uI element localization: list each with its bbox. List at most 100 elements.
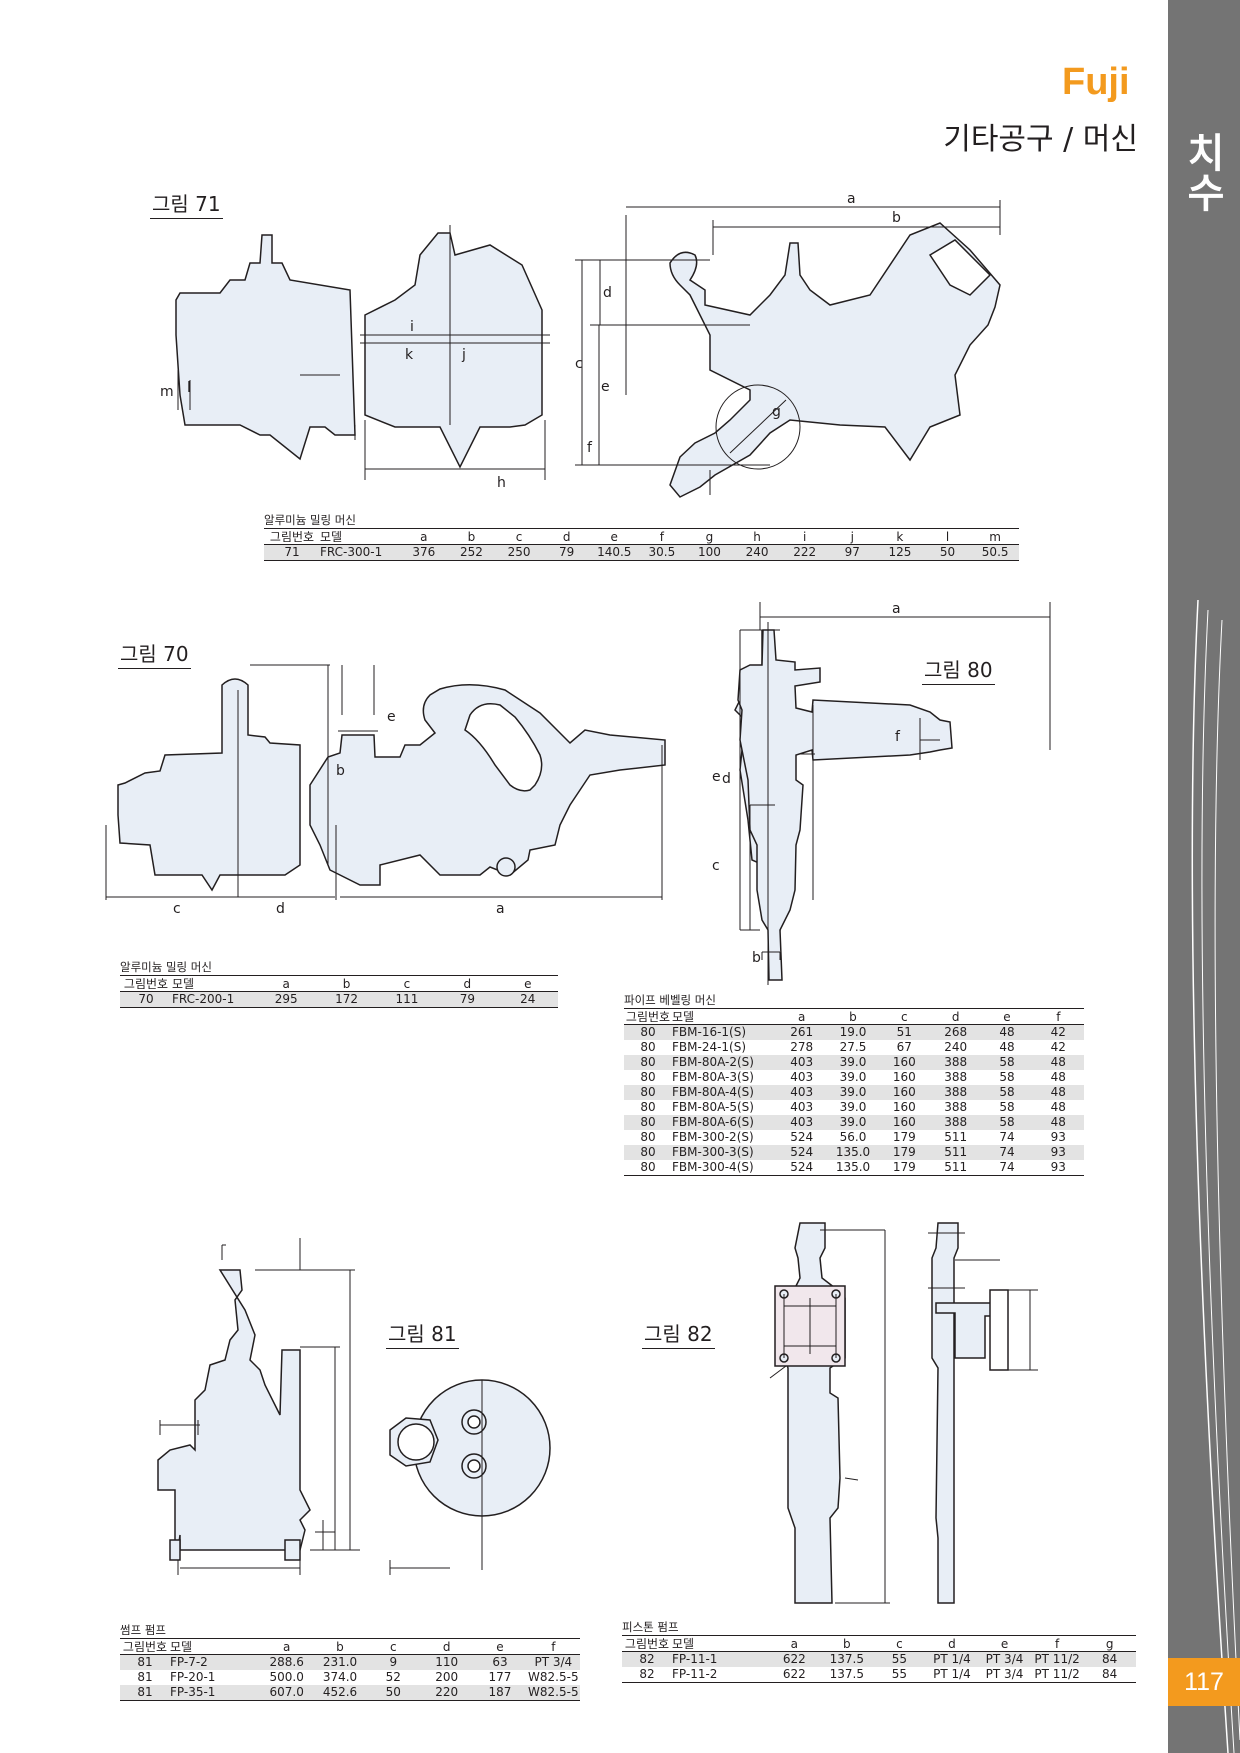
fig80-drawing: a d: [722, 601, 1051, 985]
table-cell: 52: [385, 1670, 401, 1684]
table-row: 71 FRC-300-1 376 252 250 79 140.5 30.5 1…: [264, 544, 1019, 561]
table-cell: 125: [888, 545, 912, 559]
table-cell: 177: [488, 1670, 512, 1684]
spec-table-frc300: 알루미늄 밀링 머신 그림번호 모델 a b c d e f g h i j k…: [264, 513, 1019, 561]
table-cell: 80: [640, 1115, 656, 1129]
col-header: 그림번호: [624, 1636, 670, 1651]
fig80-label: 그림 80: [922, 658, 995, 685]
table-cell: 622: [782, 1652, 806, 1666]
table-cell: 48: [1050, 1100, 1066, 1114]
col-header: f: [659, 529, 664, 544]
fig82-drawing: [769, 1222, 1038, 1604]
table-cell: 160: [892, 1115, 916, 1129]
table-row: 70 FRC-200-1 295 172 111 79 24: [120, 991, 558, 1008]
table-cell: 137.5: [829, 1652, 865, 1666]
table-cell: 58: [999, 1115, 1015, 1129]
table-cell: 111: [395, 992, 419, 1006]
table-cell: 622: [782, 1667, 806, 1681]
fig80-dim-b: b: [752, 950, 761, 966]
col-header: 모델: [172, 976, 195, 991]
table-cell: PT 11/2: [1034, 1652, 1080, 1666]
table-cell: 80: [640, 1055, 656, 1069]
table-cell: 81: [137, 1655, 153, 1669]
table-cell: FP-11-2: [672, 1667, 718, 1681]
table-cell: 81: [137, 1670, 153, 1684]
table-cell: 240: [944, 1040, 968, 1054]
svg-text:e: e: [387, 709, 396, 725]
table-cell: 100: [698, 545, 721, 559]
table-cell: 58: [999, 1100, 1015, 1114]
table-cell: 71: [284, 545, 300, 559]
svg-text:a: a: [496, 901, 505, 917]
table-cell: FBM-300-2(S): [672, 1130, 754, 1144]
fig81-label: 그림 81: [386, 1322, 459, 1349]
table-caption: 썸프 펌프: [120, 1623, 166, 1637]
svg-text:c: c: [173, 901, 181, 917]
table-cell: 511: [944, 1160, 968, 1174]
table-cell: 82: [639, 1652, 655, 1666]
table-cell: 84: [1102, 1667, 1118, 1681]
table-cell: 140.5: [597, 545, 632, 559]
table-cell: 56.0: [839, 1130, 867, 1144]
table-cell: FBM-80A-4(S): [672, 1085, 754, 1099]
table-cell: PT 3/4: [985, 1652, 1024, 1666]
svg-text:i: i: [410, 319, 414, 335]
table-caption: 알루미늄 밀링 머신: [120, 960, 212, 974]
table-cell: FBM-80A-3(S): [672, 1070, 754, 1084]
col-header: 그림번호: [122, 1639, 168, 1654]
col-header: k: [896, 529, 904, 544]
table-cell: 403: [790, 1115, 814, 1129]
table-cell: 511: [944, 1145, 968, 1159]
svg-text:b: b: [892, 210, 901, 226]
svg-text:a: a: [892, 601, 901, 617]
table-cell: 48: [1050, 1115, 1066, 1129]
table-cell: 24: [520, 992, 536, 1006]
table-cell: 200: [435, 1670, 459, 1684]
table-cell: 80: [640, 1145, 656, 1159]
table-cell: FBM-16-1(S): [672, 1025, 747, 1039]
table-cell: 79: [558, 545, 575, 559]
col-header: e: [524, 976, 532, 991]
table-cell: 81: [137, 1685, 153, 1699]
table-cell: 39.0: [839, 1055, 867, 1069]
svg-text:d: d: [603, 285, 612, 301]
table-cell: 261: [790, 1025, 814, 1039]
col-header: d: [951, 1009, 960, 1024]
col-header: f: [551, 1639, 556, 1654]
brand-logo: Fuji: [1062, 61, 1130, 103]
col-header: 모델: [320, 529, 343, 544]
table-cell: 93: [1050, 1160, 1066, 1174]
table-cell: 376: [412, 545, 436, 559]
table-cell: 9: [389, 1655, 398, 1669]
table-cell: 288.6: [269, 1655, 304, 1669]
page-title: 기타공구 / 머신: [943, 122, 1138, 157]
table-cell: FBM-80A-6(S): [672, 1115, 754, 1129]
table-cell: 80: [640, 1100, 656, 1114]
table-cell: 55: [891, 1652, 908, 1666]
table-cell: 50: [385, 1685, 401, 1699]
table-cell: 220: [435, 1685, 459, 1699]
table-caption: 피스톤 펌프: [622, 1620, 679, 1634]
table-cell: FBM-300-4(S): [672, 1160, 754, 1174]
table-cell: 80: [640, 1160, 656, 1174]
svg-text:a: a: [847, 191, 856, 207]
col-header: d: [463, 976, 472, 991]
table-cell: 388: [944, 1055, 968, 1069]
table-cell: 511: [944, 1130, 968, 1144]
col-header: c: [390, 1639, 397, 1654]
table-cell: 48: [1050, 1055, 1066, 1069]
table-cell: 74: [999, 1160, 1015, 1174]
table-cell: 137.5: [829, 1667, 865, 1681]
col-header: c: [901, 1009, 908, 1024]
svg-text:f: f: [587, 440, 593, 456]
table-cell: 80: [640, 1040, 656, 1054]
